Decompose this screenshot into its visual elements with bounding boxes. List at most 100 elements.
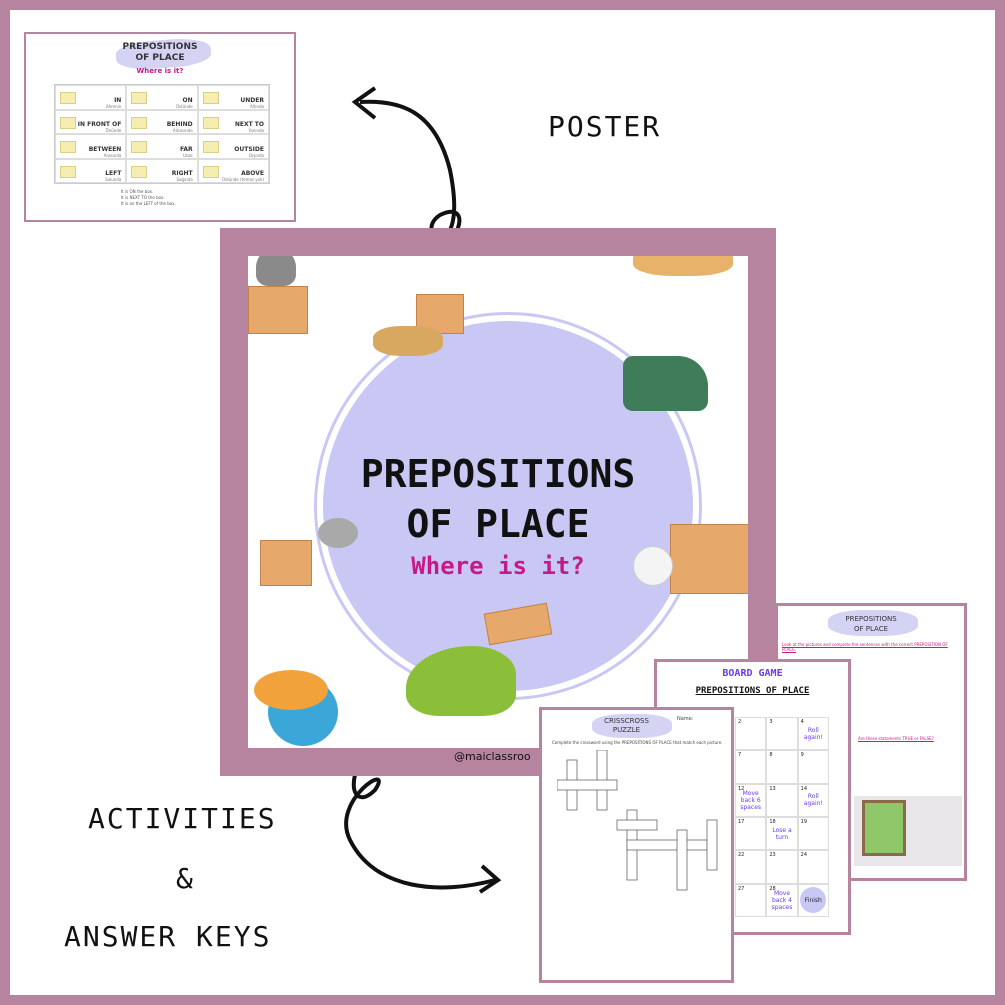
arrowhead-icon [478, 864, 502, 894]
box-icon [60, 141, 76, 153]
box-illustration [260, 540, 312, 586]
cell-number: 2 [738, 719, 742, 725]
box-dog-illustration [416, 294, 464, 334]
board-cell: 3 [766, 717, 798, 751]
dinosaur-illustration [406, 646, 516, 716]
crossword-instruction: Complete the crossword using the PREPOSI… [552, 740, 723, 745]
note: It is ON the box. [121, 189, 154, 194]
box-icon [60, 165, 76, 178]
preposition: FAR [179, 145, 193, 153]
note: It is NEXT TO the box. [121, 195, 165, 200]
dog-illustration [373, 326, 443, 356]
crossword-title-2: PUZZLE [612, 726, 641, 734]
cell-number: 19 [800, 818, 808, 825]
cell-number: 18 [769, 818, 776, 825]
cell-text: Lose a turn [772, 826, 792, 841]
board-cell: 24 [797, 850, 829, 884]
cell-number: 17 [738, 818, 745, 825]
orange-cat-illustration [254, 670, 328, 710]
box-icon [202, 116, 219, 129]
cell-number: 12 [738, 785, 745, 792]
board-cell: 2 [735, 717, 767, 751]
translation: Önünde [105, 128, 122, 133]
name-label: Name: [677, 716, 694, 722]
translation: Üstünde (temas yok) [222, 177, 264, 182]
mouse-illustration [318, 518, 358, 548]
cell-text: Finish [800, 887, 827, 914]
board-cell: 7 [735, 750, 767, 784]
translation: Dışında [249, 152, 264, 158]
cell-number: 7 [738, 752, 742, 759]
cell-text: Move back 6 spaces [740, 789, 762, 811]
cover-handle: @maiclassroo [454, 750, 531, 763]
dog-under-cover-illustration [623, 356, 708, 411]
note: It is on the LEFT of the box. [121, 201, 176, 206]
cell-number: 14 [800, 785, 808, 792]
box-icon [131, 92, 148, 104]
crossword-grid [557, 750, 718, 891]
hamster-bowls-illustration [633, 256, 733, 276]
cover-page: PREPOSITIONS OF PLACE Where is it? @maic… [220, 228, 776, 776]
worksheet-title-2: OF PLACE [853, 625, 889, 633]
cell-text: Roll again! [803, 793, 823, 808]
translation: Arasında [103, 152, 122, 158]
cover-title-2: OF PLACE [406, 502, 590, 546]
cover-subtitle: Where is it? [411, 552, 585, 580]
cell-number: 8 [769, 752, 773, 759]
preposition: IN [114, 96, 122, 104]
preposition: LEFT [105, 170, 122, 177]
translation: Arkasında [172, 128, 193, 133]
preposition: BETWEEN [88, 145, 122, 153]
translation: Ahrenin [105, 103, 122, 109]
preposition: OUTSIDE [234, 145, 264, 153]
poster-notes: It is ON the box. It is NEXT TO the box.… [121, 189, 176, 207]
board-cell: 13 [766, 783, 798, 817]
poster-title-2: OF PLACE [135, 53, 185, 63]
box-icon [131, 141, 148, 153]
cell-number: 4 [800, 719, 804, 725]
preposition: BEHIND [166, 121, 193, 128]
board-cell: 23 [766, 850, 798, 884]
answer-keys-label: ANSWER KEYS [64, 920, 272, 953]
crossword-preview: CRISSCROSS PUZZLE Name: Complete the cro… [539, 707, 734, 983]
board-game-title: BOARD GAME [722, 668, 783, 679]
board-cell: 19 [797, 816, 829, 851]
box-cow-illustration [670, 524, 748, 594]
preposition: NEXT TO [234, 121, 264, 128]
board-cell: 22 [735, 850, 767, 884]
room-illustration [854, 796, 962, 866]
preposition: ABOVE [241, 170, 264, 177]
arrowhead-icon [351, 86, 377, 120]
cell-number: 3 [769, 719, 773, 725]
box-icon [202, 165, 219, 178]
translation: Uzak [182, 152, 193, 158]
worksheet-instruction: Look at the pictures and complete the se… [782, 642, 948, 652]
translation: Altında [249, 103, 264, 109]
brush-stroke [592, 714, 672, 738]
poster-label: POSTER [548, 110, 662, 143]
crossword-title-1: CRISSCROSS [604, 717, 649, 725]
preposition: IN FRONT OF [77, 121, 122, 128]
cell-number: 28 [769, 885, 776, 892]
box-icon [202, 141, 219, 153]
cat-illustration [256, 256, 296, 286]
poster-subtitle: Where is it? [136, 67, 184, 75]
cell-number: 23 [769, 852, 776, 859]
cover-title-1: PREPOSITIONS [360, 452, 636, 496]
box-icon [60, 92, 76, 104]
cell-number: 22 [738, 852, 745, 859]
cell-number: 13 [769, 785, 776, 792]
